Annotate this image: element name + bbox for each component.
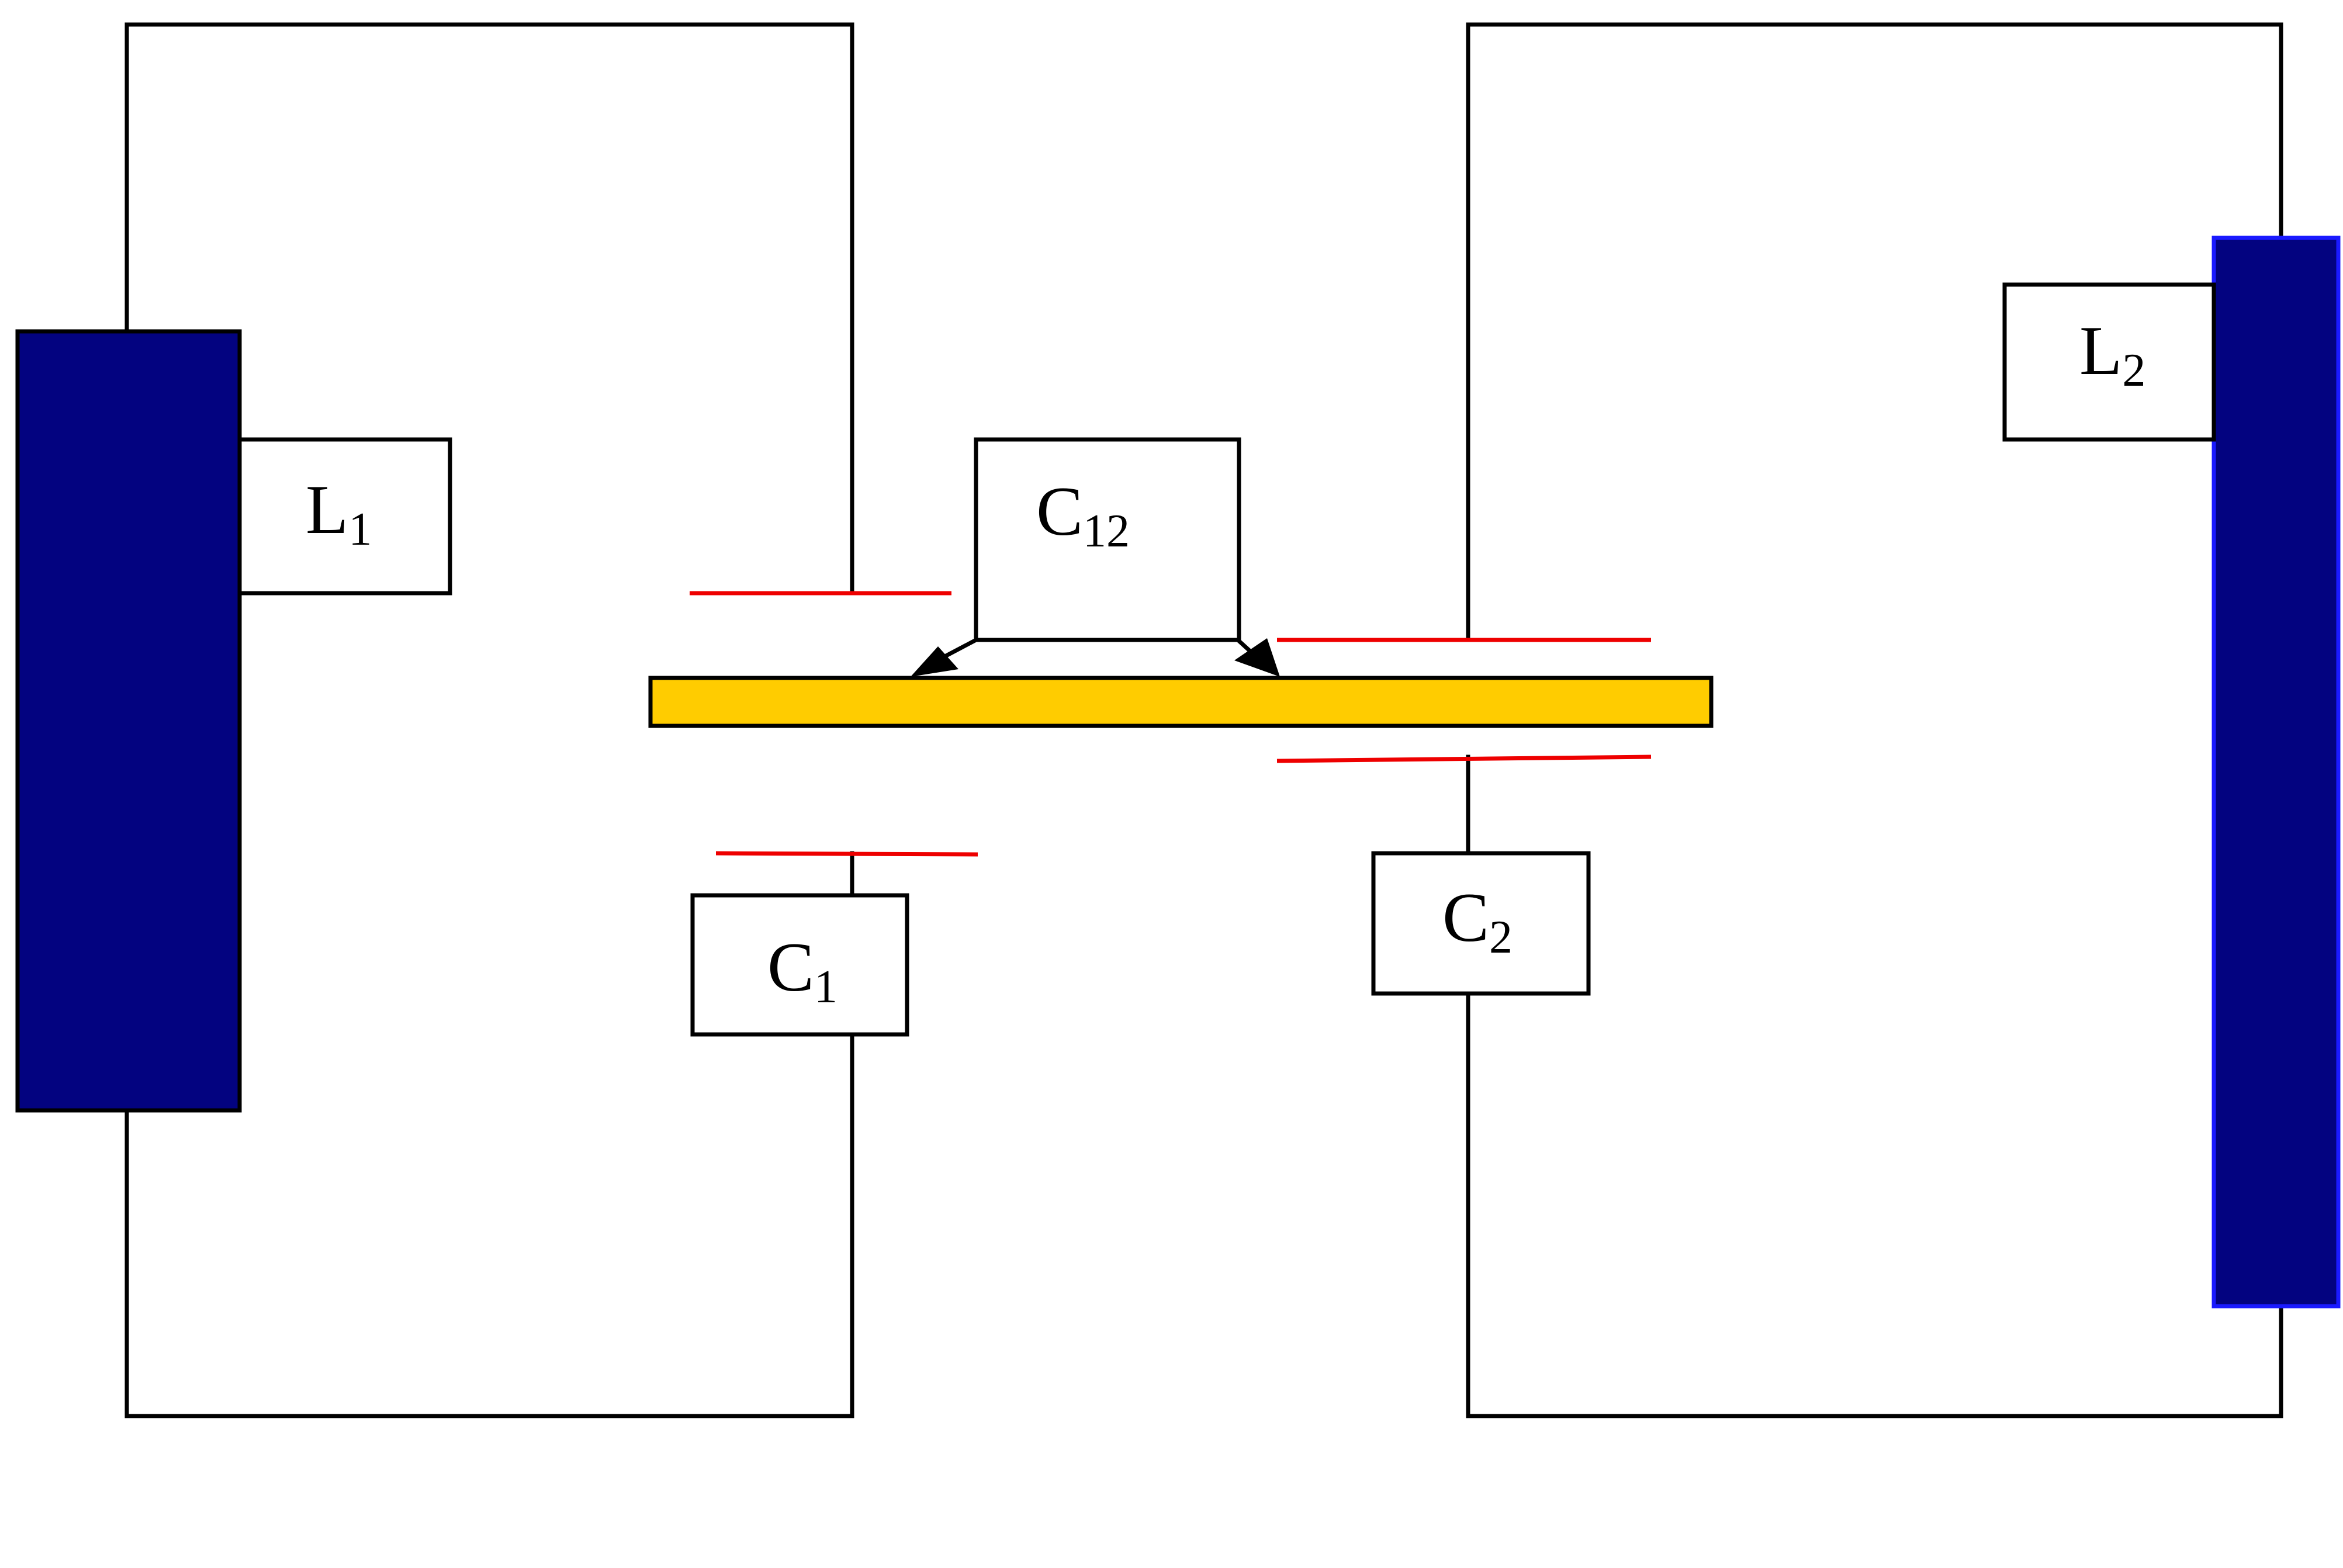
inductor-right-block	[2212, 236, 2341, 1309]
label-box-C2	[1371, 851, 1591, 996]
label-box-C12	[974, 437, 1241, 642]
label-text-L2: L2	[2079, 311, 2145, 396]
right-circuit-wires	[1466, 22, 2283, 1418]
label-box-L1	[237, 437, 452, 596]
inductor-left-block	[15, 329, 242, 1113]
label-L1: L1	[237, 437, 452, 596]
label-box-L2	[2002, 282, 2216, 442]
label-L2: L2	[2002, 282, 2216, 442]
label-text-C1: C1	[767, 928, 837, 1013]
coupling-bar	[648, 676, 1714, 728]
c12-arrow-right-head	[1234, 638, 1280, 677]
c12-arrow-left-head	[911, 646, 958, 677]
c12-arrows	[911, 637, 1280, 677]
left-circuit-wires	[124, 22, 854, 1418]
label-C12: C12	[974, 437, 1241, 642]
c1-lower-plate	[715, 851, 978, 857]
label-text-C12: C12	[1036, 472, 1130, 557]
label-text-C2: C2	[1442, 878, 1513, 963]
c2-lower-plate	[1276, 754, 1652, 763]
label-box-C1	[690, 893, 909, 1037]
label-text-L1: L1	[306, 470, 372, 555]
label-C1: C1	[690, 893, 909, 1037]
capacitor-plates	[690, 591, 1652, 857]
label-C2: C2	[1371, 851, 1591, 996]
